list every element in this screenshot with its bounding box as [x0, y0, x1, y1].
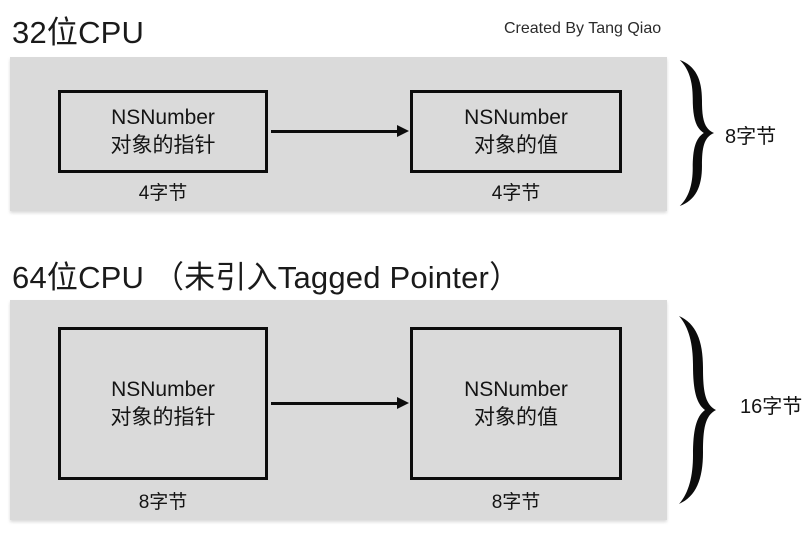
value-box-line2: 对象的值 [474, 133, 558, 157]
section1-memory-panel: NSNumber 对象的指针 NSNumber 对象的值 4字节 4字节 [10, 57, 667, 211]
section1-total-size-label: 8字节 [725, 126, 777, 148]
section1-value-size-label: 4字节 [491, 183, 541, 204]
value-box-line2: 对象的值 [474, 405, 558, 429]
curly-brace-icon [677, 60, 714, 206]
pointer-box-line1: NSNumber [111, 377, 215, 401]
right-arrow-icon [271, 125, 409, 137]
section1-pointer-size-label: 4字节 [138, 183, 188, 204]
pointer-box-line2: 对象的指针 [110, 405, 216, 429]
value-box-line1: NSNumber [464, 105, 568, 129]
right-arrow-icon [271, 397, 409, 409]
pointer-box-line1: NSNumber [111, 105, 215, 129]
section2-pointer-box: NSNumber 对象的指针 [58, 327, 268, 480]
credit-text: Created By Tang Qiao [504, 20, 662, 37]
section2-title: 64位CPU （未引入Tagged Pointer） [12, 260, 521, 295]
value-box-line1: NSNumber [464, 377, 568, 401]
pointer-box-line2: 对象的指针 [110, 133, 216, 157]
section1-pointer-box: NSNumber 对象的指针 [58, 90, 268, 173]
section1-value-box: NSNumber 对象的值 [410, 90, 622, 173]
section2-value-box: NSNumber 对象的值 [410, 327, 622, 480]
section2-memory-panel: NSNumber 对象的指针 NSNumber 对象的值 8字节 8字节 [10, 300, 667, 520]
section1-title: 32位CPU [12, 15, 145, 50]
section2-total-size-label: 16字节 [740, 396, 803, 418]
section2-pointer-size-label: 8字节 [138, 492, 188, 513]
curly-brace-icon [676, 316, 716, 504]
section2-value-size-label: 8字节 [491, 492, 541, 513]
